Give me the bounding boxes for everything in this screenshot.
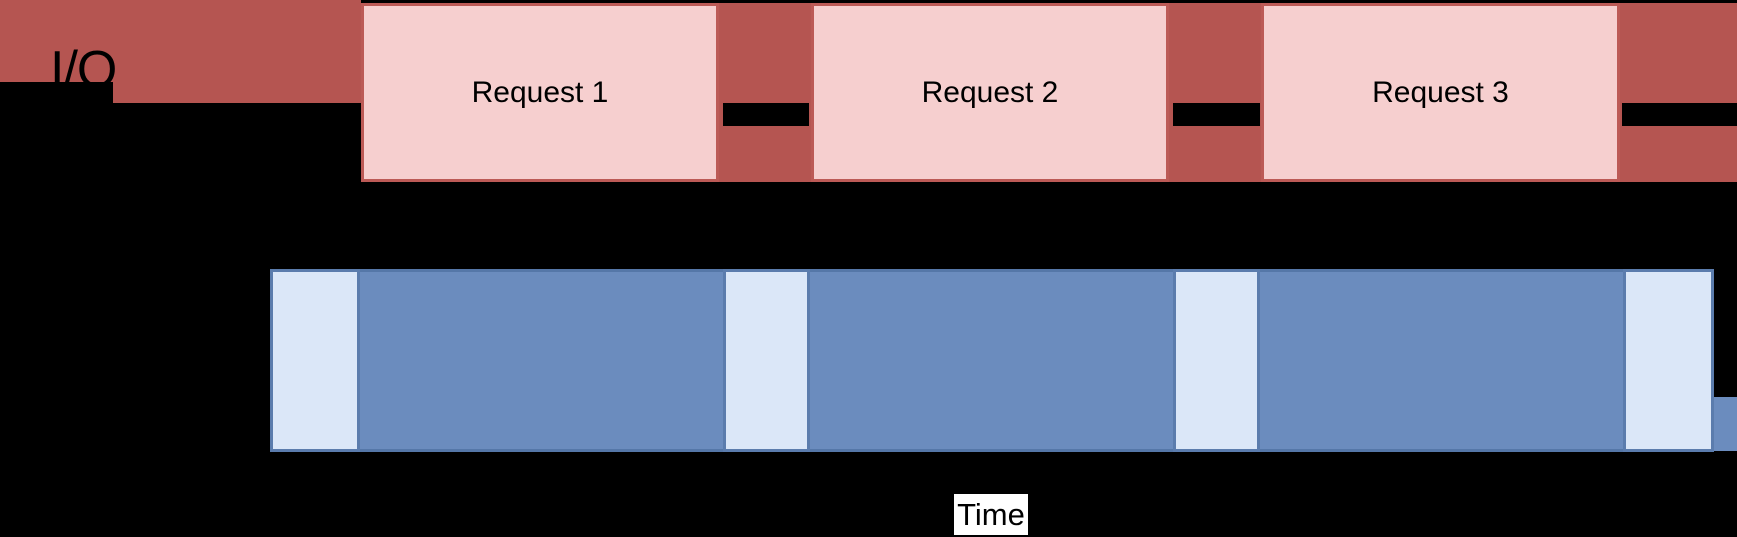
request-box-3: Request 3 — [1261, 3, 1620, 182]
processing-bar — [270, 269, 1714, 452]
idle-segment-4 — [1623, 269, 1714, 452]
io-axis-line-left — [0, 82, 113, 103]
time-axis-label: Time — [954, 494, 1028, 535]
timeline-dash-1 — [723, 103, 809, 126]
processing-bar-continuation — [1714, 397, 1737, 451]
request-box-1: Request 1 — [361, 3, 719, 182]
io-row-label: I/O — [50, 41, 117, 99]
timeline-dash-3 — [1622, 103, 1737, 126]
request-2-label: Request 2 — [921, 75, 1059, 109]
timeline-dash-2 — [1173, 103, 1260, 126]
time-axis-label-text: Time — [957, 497, 1025, 532]
idle-segment-2 — [723, 269, 810, 452]
idle-segment-1 — [270, 269, 360, 452]
idle-segment-3 — [1173, 269, 1260, 452]
request-1-label: Request 1 — [471, 75, 609, 109]
request-3-label: Request 3 — [1372, 75, 1509, 109]
request-box-2: Request 2 — [811, 3, 1169, 182]
